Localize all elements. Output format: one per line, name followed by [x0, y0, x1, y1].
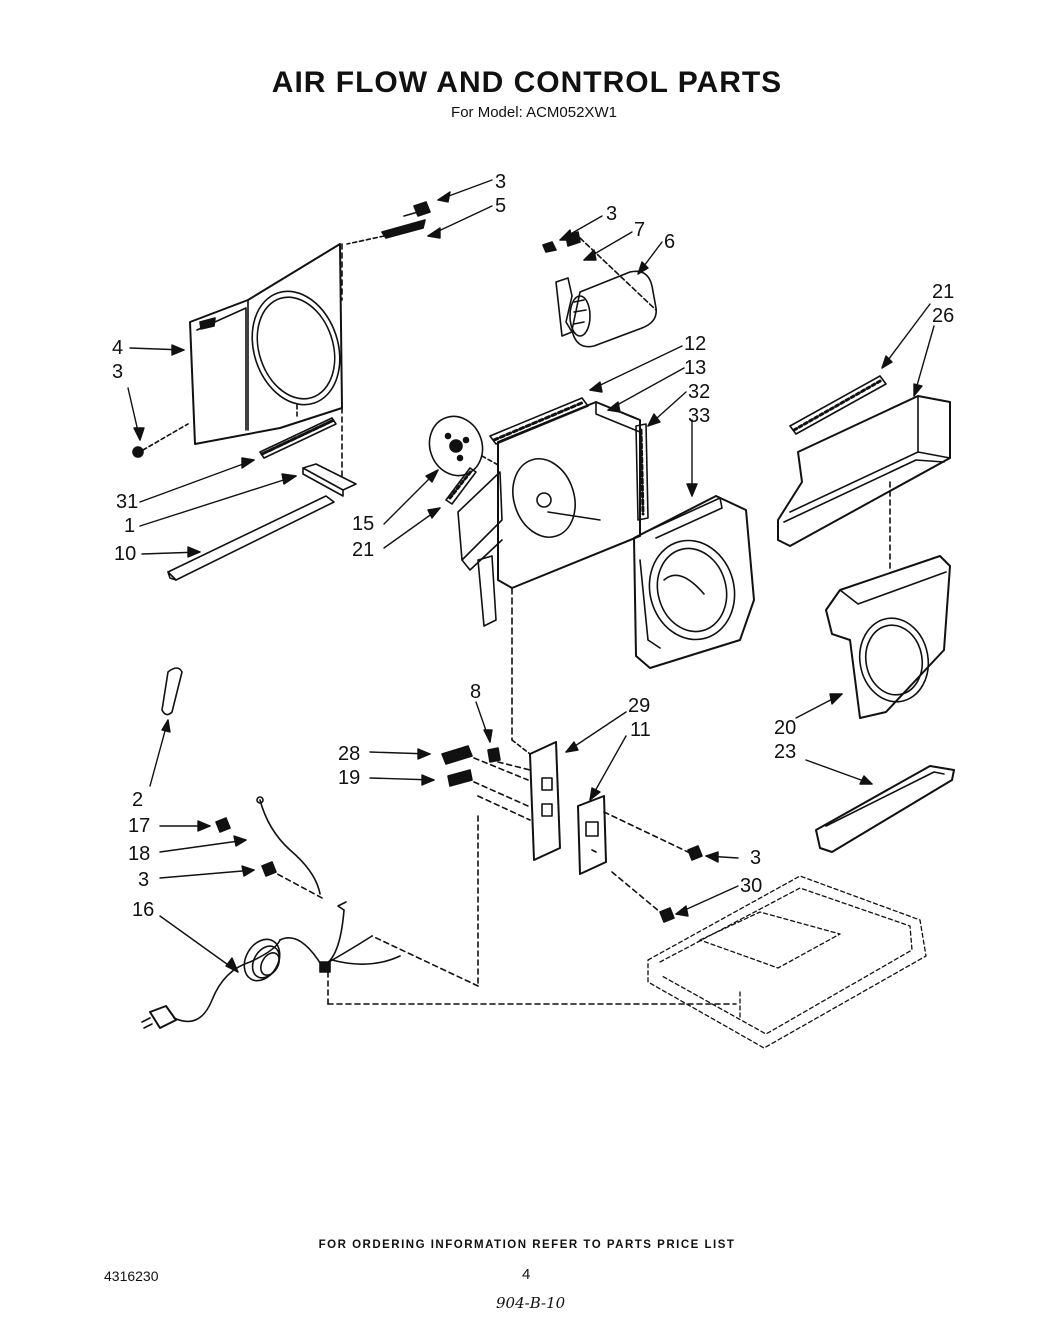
seal-strip-part-32	[635, 423, 649, 521]
callout-12: 12	[684, 333, 706, 355]
callout-4: 4	[112, 337, 123, 359]
page-number: 4	[522, 1266, 531, 1283]
callout-28: 28	[338, 743, 360, 765]
screw-part-17	[215, 817, 231, 833]
callout-10: 10	[114, 543, 136, 565]
callout-3: 3	[112, 361, 123, 383]
switch-part-8	[487, 747, 501, 763]
callout-1: 1	[124, 515, 135, 537]
seal-block-part-1	[302, 463, 357, 497]
callout-33: 33	[688, 405, 710, 427]
callout-26: 26	[932, 305, 954, 327]
callout-3: 3	[750, 847, 761, 869]
drain-pan-part-23	[815, 765, 955, 853]
callout-6: 6	[664, 231, 675, 253]
callout-16: 16	[132, 899, 154, 921]
seal-strip-part-21-center	[445, 467, 477, 505]
callout-18: 18	[128, 843, 150, 865]
handwritten-note: 904-B-10	[496, 1294, 566, 1312]
scroll-panel-part-20	[825, 555, 951, 719]
callout-30: 30	[740, 875, 762, 897]
document-number: 4316230	[104, 1268, 159, 1284]
page-title: AIR FLOW AND CONTROL PARTS	[271, 66, 783, 99]
leader-lines	[127, 179, 935, 973]
callout-3: 3	[606, 203, 617, 225]
seal-strip-part-12	[489, 397, 589, 445]
blower-housing-part-13	[457, 401, 641, 741]
callout-5: 5	[495, 195, 506, 217]
power-cord-part-16	[141, 901, 401, 1029]
callout-15: 15	[352, 513, 374, 535]
callout-31: 31	[116, 491, 138, 513]
scroll-housing-part-33	[633, 495, 755, 669]
ordering-note: FOR ORDERING INFORMATION REFER TO PARTS …	[318, 1239, 736, 1251]
callout-7: 7	[634, 219, 645, 241]
screw-part-3-cord	[261, 861, 277, 877]
callout-13: 13	[684, 357, 706, 379]
mounting-bracket-part-5	[346, 219, 426, 245]
seal-strip-part-31	[259, 417, 337, 459]
callout-2: 2	[132, 789, 143, 811]
switch-part-28	[441, 745, 473, 765]
callout-3: 3	[138, 869, 149, 891]
seal-strip-part-10	[167, 495, 335, 581]
tubing-part-2	[161, 667, 183, 716]
callout-20: 20	[774, 717, 796, 739]
screw-part-3-control	[687, 845, 703, 861]
switch-part-19	[447, 769, 473, 787]
air-duct-part-26	[777, 395, 951, 573]
orifice-panel-part-4	[189, 243, 343, 445]
seal-strip-part-21-right	[789, 375, 887, 435]
alignment-dashes	[269, 757, 737, 1005]
callout-21: 21	[932, 281, 954, 303]
control-plate-part-11	[577, 795, 607, 875]
callout-11: 11	[630, 719, 651, 741]
capacitor-part-6	[569, 237, 658, 348]
callout-32: 32	[688, 381, 710, 403]
screw-part-3-top	[403, 201, 431, 217]
control-panel-part-29	[511, 739, 561, 861]
callout-21: 21	[352, 539, 374, 561]
callout-19: 19	[338, 767, 360, 789]
screw-part-3-capacitor	[542, 241, 557, 253]
callout-29: 29	[628, 695, 650, 717]
callout-3: 3	[495, 171, 506, 193]
callout-8: 8	[470, 681, 481, 703]
fan-blade-part-15	[428, 415, 501, 477]
model-subtitle: For Model: ACM052XW1	[451, 104, 617, 121]
base-pan-outline	[647, 875, 927, 1049]
screw-part-30	[659, 907, 675, 923]
callout-numbers: 3 5 3 7 6 4 3 21 26 12 13 32 33 31 1 10 …	[112, 171, 954, 921]
wire-part-18	[256, 796, 321, 895]
screw-part-3-left	[132, 423, 189, 458]
capacitor-strap-part-7	[555, 231, 581, 337]
callout-23: 23	[774, 741, 796, 763]
callout-17: 17	[128, 815, 150, 837]
